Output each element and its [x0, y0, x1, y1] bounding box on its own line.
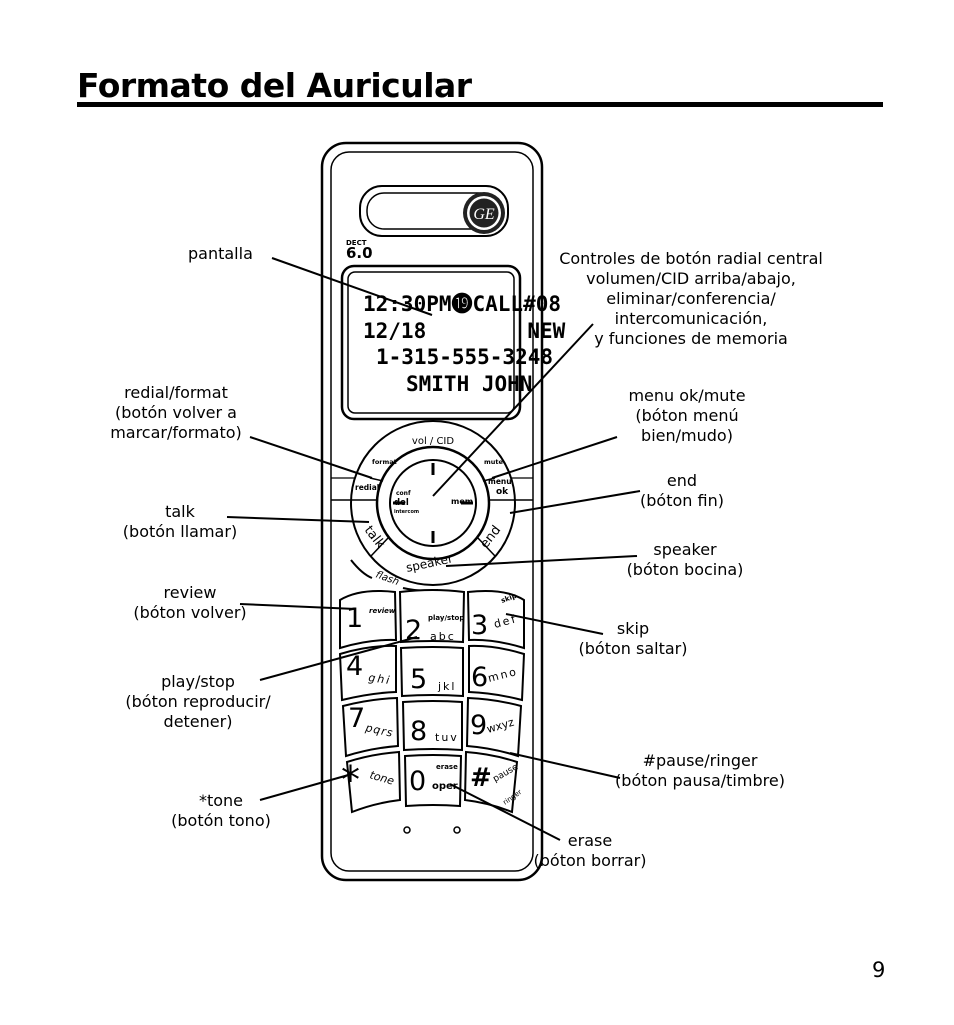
key-6: 6 [471, 662, 488, 693]
microphone-hole [403, 826, 411, 834]
screen-line-4: SMITH JOHN [406, 372, 532, 396]
format-label: format [372, 458, 397, 466]
key-3: 3 [471, 610, 488, 641]
redial-label: redial [355, 483, 379, 492]
label-erase: erase (bóton borrar) [533, 831, 647, 870]
key-hash: # [470, 763, 492, 793]
key-4: 4 [346, 651, 363, 682]
intercom-label: intercom [394, 509, 419, 515]
label-play-stop: play/stop (bóton reproducir/ detener) [125, 672, 271, 731]
mem-label: mem [451, 497, 473, 506]
svg-text:abc: abc [430, 630, 456, 643]
vol-cid-label: vol / CID [412, 436, 454, 447]
key-5: 5 [410, 664, 427, 695]
label-speaker: speaker (bóton bocina) [626, 540, 744, 579]
leader-lines [226, 257, 641, 841]
del-label: del [394, 498, 409, 508]
svg-text:def: def [492, 612, 518, 631]
key-2: 2 [405, 615, 422, 646]
screen-line-3: 1-315-555-3248 [376, 345, 553, 369]
label-skip: skip (bóton saltar) [578, 619, 688, 658]
svg-text:play/stop: play/stop [428, 614, 464, 622]
label-end: end (bóton fin) [640, 471, 724, 510]
key-7: 7 [348, 703, 365, 734]
svg-text:pqrs: pqrs [363, 721, 394, 740]
key-0: 0 [409, 766, 426, 797]
svg-text:tuv: tuv [435, 731, 459, 744]
page-title: Formato del Auricular [77, 66, 472, 105]
key-star: * [341, 758, 360, 802]
page-number: 9 [872, 958, 886, 982]
label-redial: redial/format (botón volver a marcar/for… [110, 383, 242, 442]
microphone-hole [453, 826, 461, 834]
dect-badge: 6.0 [346, 244, 373, 262]
keypad [338, 589, 526, 814]
label-talk: talk (botón llamar) [122, 502, 238, 541]
svg-text:jkl: jkl [437, 680, 456, 693]
key-8: 8 [410, 716, 427, 747]
screen-bezel [340, 264, 522, 421]
svg-text:GE: GE [473, 206, 495, 223]
label-pantalla: pantalla [188, 244, 253, 263]
key-1: 1 [346, 603, 363, 634]
svg-text:erase: erase [436, 763, 458, 771]
svg-text:oper: oper [432, 781, 458, 792]
screen-line-1: 12:30PM⓳CALL#08 [363, 292, 561, 316]
svg-text:ghi: ghi [368, 671, 393, 687]
dect-small-label: DECT [346, 239, 367, 247]
title-rule [77, 102, 883, 107]
svg-text:review: review [369, 607, 396, 615]
mute-label: mute [484, 458, 504, 466]
screen-line-2: 12/18 NEW [363, 319, 566, 343]
ok-label: ok [496, 487, 509, 497]
ge-logo-icon: GE [463, 192, 505, 234]
conf-label: conf [396, 490, 411, 497]
label-pause-ringer: #pause/ringer (bóton pausa/timbre) [615, 751, 785, 790]
handset-inner-outline [330, 151, 534, 872]
key-9: 9 [470, 710, 487, 741]
label-review: review (bóton volver) [133, 583, 247, 622]
label-tone: *tone (botón tono) [171, 791, 271, 830]
label-controls: Controles de botón radial central volume… [559, 249, 823, 348]
menu-label: menu [488, 477, 512, 486]
label-menu: menu ok/mute (bóton menú bien/mudo) [628, 386, 746, 445]
